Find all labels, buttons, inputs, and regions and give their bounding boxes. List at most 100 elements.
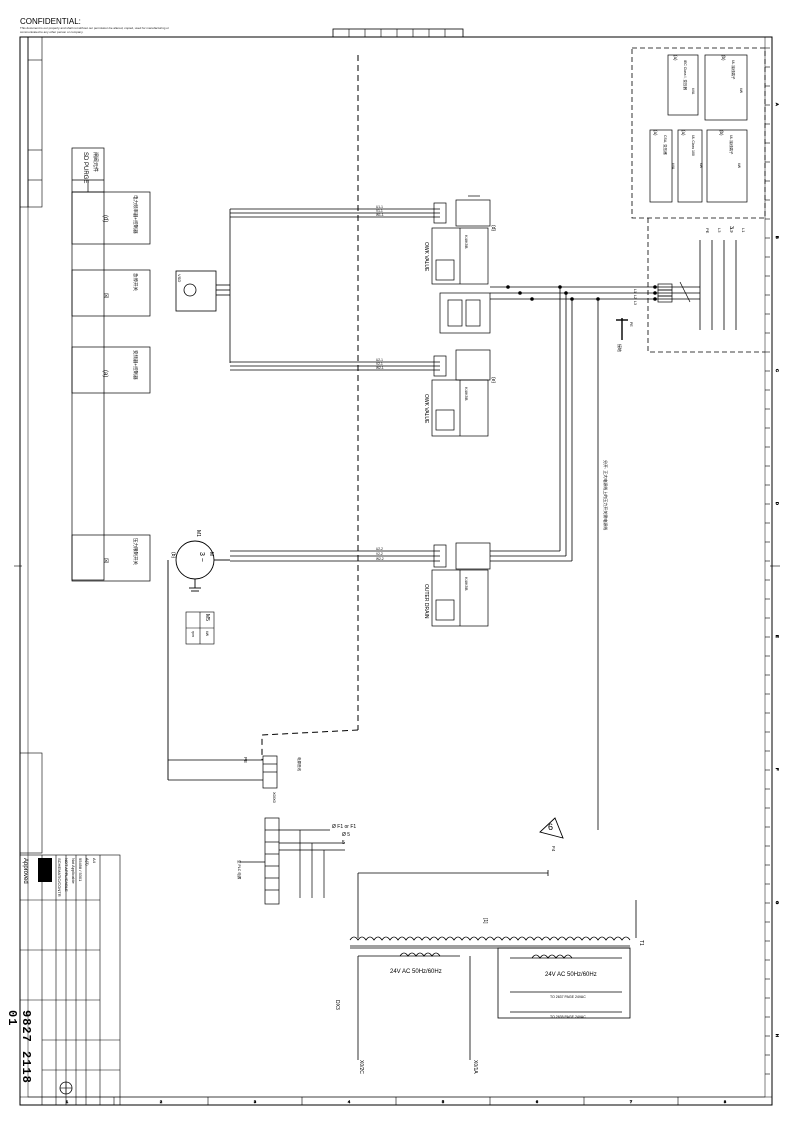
document-number: 9827 2118 01 xyxy=(5,1010,33,1084)
valve-mark: (e) xyxy=(490,377,496,383)
wire-label-upper: W1-1 xyxy=(376,213,384,217)
supply-box-title: IEC Class I, 变压器 xyxy=(683,60,688,90)
title-field: NOT APPLICABLE xyxy=(64,858,69,892)
supply-label: L2 xyxy=(729,228,734,233)
title-block xyxy=(19,752,121,1106)
wire-label-lower: V2-1 xyxy=(376,362,383,366)
confidential-title: CONFIDENTIAL: xyxy=(20,17,81,26)
confidential-note: This document is our property and shall … xyxy=(20,26,169,34)
valve-name: OUTER DRAIN xyxy=(423,584,429,619)
relay-label: 5 xyxy=(342,840,345,846)
transformer xyxy=(349,820,637,1060)
transformer-tag: T1 xyxy=(638,940,644,946)
earth-tag: PE xyxy=(629,322,633,327)
motor-mark: (b) xyxy=(170,552,176,558)
left-title-strip-top xyxy=(19,36,43,208)
supply-box-value: kVA xyxy=(671,163,675,170)
supply-note: 3 ~ xyxy=(728,226,734,233)
wire-label-motor: V2-2 xyxy=(376,552,383,556)
purge-row-mark: (d) xyxy=(102,215,108,222)
column-number: 5 xyxy=(442,1099,445,1104)
title-field: A(3) xyxy=(85,858,90,866)
bus-wiring xyxy=(229,208,737,820)
motor-sub: M xyxy=(208,552,214,556)
company-logo xyxy=(38,858,73,1095)
column-number: 3 xyxy=(254,1099,257,1104)
wire-label-lower: U2-1 xyxy=(376,358,383,362)
column-number: 4 xyxy=(348,1099,351,1104)
bus-junctions xyxy=(506,285,657,301)
motor-tag: M1 xyxy=(195,530,201,537)
terminal-strip-x0 xyxy=(168,755,278,789)
title-field: SCHEMATIC/CONTR xyxy=(57,858,62,897)
valve-name: OWK VALUE xyxy=(423,394,429,424)
dashed-supply-lower xyxy=(647,218,765,353)
wire-label-upper: V1-1 xyxy=(376,209,383,213)
motor-table-rpm: rpm xyxy=(191,631,195,637)
earth-note: 接地 xyxy=(617,344,623,352)
motor-table-kw: kW xyxy=(205,631,209,637)
supply-box-tag: (a) xyxy=(673,55,678,61)
purge-row-mark: ☒ xyxy=(102,558,109,563)
contactor-lower xyxy=(433,349,491,381)
relay-terminal-strip xyxy=(240,817,345,905)
motor-table xyxy=(185,611,215,645)
sheet-frame xyxy=(19,36,773,1106)
relay-label: Ø 5 xyxy=(342,832,350,838)
supply-box-tag: (a) xyxy=(681,130,686,136)
approved-label: Approved xyxy=(22,858,28,884)
wire-label-lower: W2-1 xyxy=(376,366,384,370)
title-field: 95498 / 5301 xyxy=(78,858,83,882)
motor-table-title: M5 xyxy=(204,614,210,621)
column-number: 1 xyxy=(66,1099,69,1104)
column-number: 6 xyxy=(536,1099,539,1104)
top-tab xyxy=(332,28,464,38)
terminal-note: 电源进线 xyxy=(297,757,302,771)
column-number: 8 xyxy=(724,1099,727,1104)
valve-tag: K4/K5B xyxy=(464,235,469,249)
supply-label: L1 xyxy=(741,228,746,233)
phase-label: L2 xyxy=(633,295,637,299)
supply-box-tag: (b) xyxy=(719,130,724,136)
purge-row-mark: ☒ xyxy=(102,293,109,298)
vsd-unit xyxy=(175,270,230,312)
dashed-supply-box xyxy=(631,47,766,219)
column-number: 7 xyxy=(630,1099,633,1104)
transformer-output-1: X0/2C xyxy=(358,1060,364,1074)
purge-row-label: 变频器+控制器 xyxy=(132,350,139,380)
dashed-boundary-lower xyxy=(261,729,359,760)
transformer-line-2: TO 2635 PAGE 24VAC xyxy=(550,1015,586,1019)
transformer-line-1: TO 2637 PAGE 24VAC xyxy=(550,995,586,999)
purge-box-title: SD PURGE xyxy=(82,152,88,183)
supply-box-title: UL 接线端子 xyxy=(729,135,734,155)
terminal-x-label: X0/X0 xyxy=(272,792,277,804)
wire-label-upper: U1-1 xyxy=(376,205,383,209)
row-letter: E xyxy=(775,635,780,638)
motor-label: 3 ~ xyxy=(198,552,205,562)
row-letter: D xyxy=(775,502,780,505)
supply-box-value: kW xyxy=(739,88,743,94)
supply-box-tag: (a) xyxy=(653,130,658,136)
transformer-bracket: [1] xyxy=(482,918,488,924)
column-number: 2 xyxy=(160,1099,163,1104)
supply-box-title: UL 接线端子 xyxy=(731,60,736,80)
bottom-ruler: 1 2 3 4 5 6 7 8 xyxy=(19,1096,773,1105)
wire-label-motor: W2-2 xyxy=(376,557,384,561)
wire-label-motor: U2-2 xyxy=(376,547,383,551)
transformer-ref: DX3 xyxy=(334,1000,340,1010)
title-field: Not Applicable xyxy=(71,858,76,884)
supply-label: PE xyxy=(705,228,710,234)
supply-box-value: kW xyxy=(737,163,741,169)
valve-name: OWK VALUE xyxy=(423,242,429,272)
supply-breaker xyxy=(657,281,691,303)
phase-label: L1 xyxy=(633,289,637,293)
motor-symbol xyxy=(167,540,230,780)
supply-box-value: kVA xyxy=(691,88,695,95)
relay-label: Ø F1 or F1 xyxy=(332,824,356,830)
row-letter: C xyxy=(775,369,780,372)
warning-triangle xyxy=(539,817,564,839)
transformer-right-coil: 24V AC 50Hz/60Hz xyxy=(545,972,597,978)
purge-box xyxy=(71,147,151,582)
